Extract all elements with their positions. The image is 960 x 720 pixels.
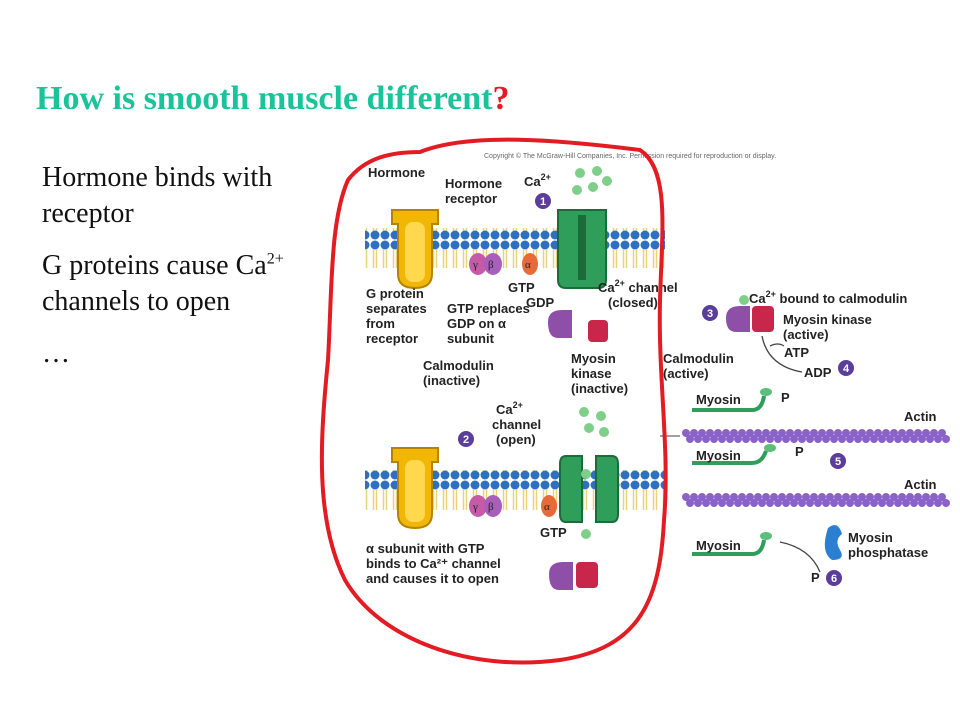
myosin-phosphatase-icon — [824, 525, 842, 560]
step-number: 2 — [463, 434, 469, 446]
label-gtp: GTP — [508, 280, 535, 295]
label-bound-calmodulin: Ca2+ bound to calmodulin — [749, 289, 907, 306]
label-gtp-replaces: GTP replaces — [447, 301, 530, 316]
reaction-arrow — [769, 343, 785, 347]
bullet-item: … — [42, 338, 70, 369]
label-hormone-receptor: Hormone — [445, 176, 502, 191]
hormone-receptor-bottom — [391, 447, 439, 530]
bullet-item: G proteins cause Ca2+ channels to open — [42, 250, 284, 317]
label-gtp-replaces: subunit — [447, 331, 495, 346]
g-protein-top — [469, 253, 538, 275]
label-g-protein: G protein — [366, 286, 424, 301]
label-myosin-kinase-active: (active) — [783, 327, 829, 342]
step-number: 6 — [831, 573, 837, 585]
step-number: 4 — [843, 363, 850, 375]
label-gdp: GDP — [526, 295, 555, 310]
label-ca-channel-closed: Ca2+ channel — [598, 278, 678, 295]
step-badge — [458, 431, 474, 447]
label-alpha: α — [525, 259, 531, 271]
label-gamma: γ — [472, 259, 478, 271]
bullet-item: Hormone binds with receptor — [42, 162, 273, 229]
label-myosin: Myosin — [696, 392, 741, 407]
ca-channel-open — [559, 455, 619, 523]
label-myosin-kinase-inactive: kinase — [571, 366, 611, 381]
label-beta: β — [488, 259, 494, 271]
label-myosin-phosphatase: Myosin — [848, 530, 893, 545]
highlight-outline — [319, 137, 668, 665]
label-ca-channel-open: Ca2+ — [496, 400, 523, 417]
actin-filament — [682, 429, 950, 443]
calmodulin-bottom — [549, 562, 573, 590]
ca-channel-closed — [557, 209, 607, 289]
label-p: P — [781, 390, 790, 405]
label-myosin-phosphatase: phosphatase — [848, 545, 928, 560]
label-calmodulin-inactive: (inactive) — [423, 373, 480, 388]
label-calmodulin-active: Calmodulin — [663, 351, 734, 366]
step-number: 3 — [707, 308, 713, 320]
myosin-kinase-active — [752, 306, 774, 332]
label-beta: β — [488, 501, 494, 513]
label-alpha-subunit: binds to Ca²⁺ channel — [366, 556, 501, 571]
label-p: P — [795, 444, 804, 459]
label-myosin-kinase-active: Myosin kinase — [783, 312, 872, 327]
label-ca-channel-open: (open) — [496, 432, 536, 447]
label-alpha-subunit: α subunit with GTP — [366, 541, 485, 556]
step-number: 5 — [835, 456, 841, 468]
label-ca: Ca2+ — [524, 172, 551, 189]
calmodulin-inactive — [548, 310, 572, 338]
label-myosin: Myosin — [696, 448, 741, 463]
label-g-protein: separates — [366, 301, 427, 316]
copyright-text: Copyright © The McGraw-Hill Companies, I… — [484, 152, 776, 160]
hormone-receptor-top — [391, 209, 439, 290]
calmodulin-active — [726, 295, 750, 332]
label-adp: ADP — [804, 365, 832, 380]
label-actin: Actin — [904, 477, 937, 492]
calcium-ions-bottom — [579, 407, 609, 539]
label-alpha: α — [544, 501, 550, 513]
bullet-list: Hormone binds with receptor G proteins c… — [42, 160, 302, 388]
myosin-phosphorylated — [692, 388, 772, 412]
actin-filament — [682, 493, 950, 507]
label-hormone-receptor: receptor — [445, 191, 497, 206]
label-calmodulin-inactive: Calmodulin — [423, 358, 494, 373]
label-ca-channel-open: channel — [492, 417, 541, 432]
label-ca-channel-closed: (closed) — [608, 295, 658, 310]
slide-title: How is smooth muscle different? — [36, 80, 510, 117]
label-g-protein: receptor — [366, 331, 418, 346]
label-atp: ATP — [784, 345, 809, 360]
label-gtp-replaces: GDP on α — [447, 316, 506, 331]
reaction-arrow — [761, 335, 803, 373]
calcium-ions-top — [572, 166, 612, 195]
label-myosin-kinase-inactive: Myosin — [571, 351, 616, 366]
step-badge — [535, 193, 551, 209]
myosin-dephosphorylation — [692, 532, 821, 573]
myosin-kinase-inactive — [588, 320, 608, 342]
label-p: P — [811, 570, 820, 585]
step-number: 1 — [540, 196, 546, 208]
label-myosin-kinase-inactive: (inactive) — [571, 381, 628, 396]
label-gtp: GTP — [540, 525, 567, 540]
myosin-kinase-bottom — [576, 562, 598, 588]
label-calmodulin-active: (active) — [663, 366, 709, 381]
step-badge — [702, 305, 718, 321]
label-alpha-subunit: and causes it to open — [366, 571, 499, 586]
step-badge — [838, 360, 854, 376]
label-myosin: Myosin — [696, 538, 741, 553]
label-gamma: γ — [472, 501, 478, 513]
g-protein-bottom — [469, 495, 557, 517]
step-badge — [826, 570, 842, 586]
label-hormone: Hormone — [368, 165, 425, 180]
label-actin: Actin — [904, 409, 937, 424]
title-question-mark: ? — [492, 80, 510, 117]
step-badge — [830, 453, 846, 469]
label-g-protein: from — [366, 316, 395, 331]
myosin-bound-actin — [692, 444, 776, 465]
